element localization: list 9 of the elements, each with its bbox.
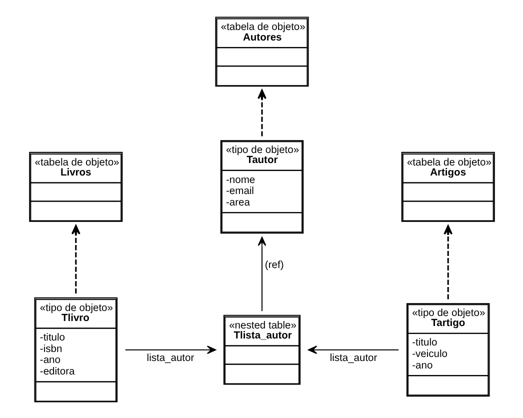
edge-label: lista_autor	[146, 352, 194, 364]
arrow	[124, 345, 216, 354]
arrow	[443, 224, 452, 299]
arrow	[257, 88, 266, 136]
arrow	[257, 236, 266, 311]
arrow	[307, 345, 398, 354]
edge-label: (ref)	[264, 260, 284, 271]
edge-label: lista_autor	[329, 352, 377, 364]
arrow	[70, 224, 80, 293]
